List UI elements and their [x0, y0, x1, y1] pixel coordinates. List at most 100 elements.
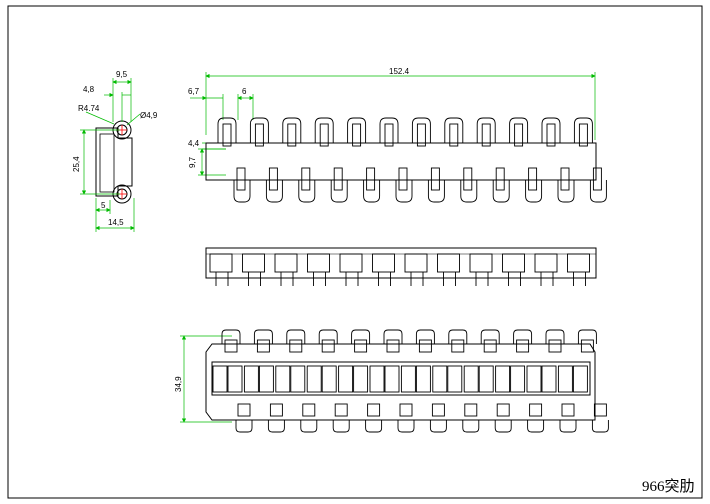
bottom-view-bottom-slot: [269, 403, 283, 417]
front-view-cell: [404, 253, 428, 273]
top-view-link-tab: [509, 117, 529, 143]
front-view-cell: [242, 253, 265, 273]
bottom-view-window: [384, 365, 400, 393]
dim-side-bottom-width: 14,5: [108, 218, 124, 227]
bottom-view-top-lug: [253, 329, 273, 344]
bottom-view-window: [541, 365, 557, 393]
bottom-view-window: [572, 365, 588, 393]
dim-top-overall-length: 152.4: [389, 67, 410, 76]
top-view-link-tab: [573, 117, 593, 143]
front-view-cells: [209, 253, 590, 286]
top-view-link-slot: [254, 123, 264, 147]
bottom-view-bottom-slot: [593, 403, 607, 417]
drawing-title: 966突肋: [642, 478, 695, 495]
bottom-view-window: [557, 365, 573, 393]
top-view-link-slot: [449, 123, 459, 147]
bottom-view-window: [243, 365, 259, 393]
front-view-cell: [534, 253, 558, 273]
top-view-link-slot: [416, 123, 426, 147]
bottom-view-bottom-lug: [591, 420, 609, 433]
bottom-view-top-lug: [383, 329, 403, 344]
bottom-view-window: [258, 365, 274, 393]
top-view-link-tab: [282, 117, 302, 143]
bottom-view-bottom-lug: [462, 420, 480, 433]
side-view: 9,5 4,8 R4.74 Ø4,9 25,4 5 14,5: [72, 70, 158, 232]
bottom-view-window: [495, 365, 511, 393]
bottom-view-bottom-slot: [399, 403, 413, 417]
top-view-link-foot: [492, 180, 510, 203]
top-view-link-lower-slot: [366, 167, 376, 191]
bottom-view-bottom-slot: [496, 403, 510, 417]
bottom-view-outline: [205, 343, 596, 421]
bottom-view-top-slot: [418, 339, 432, 353]
top-view-link-tab: [217, 117, 237, 143]
side-view-body: [95, 127, 133, 197]
bottom-view-window: [227, 365, 243, 393]
top-view: 152.4 6,7 6 4,4 9,7: [188, 67, 607, 203]
front-view-cell: [209, 253, 233, 273]
bottom-view-bottom-lug: [267, 420, 285, 433]
bottom-view-window: [275, 365, 291, 393]
top-view-link-slot: [578, 123, 588, 147]
front-view-cell: [437, 253, 460, 273]
dim-side-offset: 4,8: [83, 85, 95, 94]
top-view-link-foot: [460, 180, 478, 203]
top-view-link-tab: [249, 117, 269, 143]
dim-side-bottom-offset: 5: [101, 201, 106, 210]
bottom-view-bottom-slot: [431, 403, 445, 417]
bottom-view-window: [400, 365, 416, 393]
bottom-view-top-slot: [289, 339, 303, 353]
top-view-core-bar: [205, 142, 597, 181]
bottom-view-top-lug: [415, 329, 435, 344]
bottom-view-top-lug: [480, 329, 500, 344]
top-view-link-tab: [347, 117, 367, 143]
top-view-link-tab: [444, 117, 464, 143]
top-view-link-slot: [222, 123, 232, 147]
bottom-view-window: [526, 365, 542, 393]
bottom-view-window: [369, 365, 385, 393]
bottom-view-bottom-lug: [365, 420, 383, 433]
top-view-link-foot: [265, 180, 283, 203]
bottom-view-window: [212, 365, 228, 393]
dim-bottom-height: 34,9: [174, 376, 183, 392]
dim-side-height: 25,4: [72, 156, 81, 172]
bottom-view-bottom-slot: [302, 403, 316, 417]
bottom-view-top-lug: [545, 329, 565, 344]
top-view-link-slot: [352, 123, 362, 147]
top-view-link-lower-slot: [268, 167, 278, 191]
bottom-view-window: [353, 365, 369, 393]
top-view-link-tab: [476, 117, 496, 143]
top-view-link-slot: [546, 123, 556, 147]
bottom-view-top-slot: [516, 339, 530, 353]
front-view-cell: [372, 253, 395, 273]
bottom-view-top-lug: [221, 329, 241, 344]
dim-top-depth: 9,7: [188, 156, 197, 168]
top-view-link-foot: [395, 180, 413, 203]
front-view-cell: [502, 253, 525, 273]
top-view-link-foot: [233, 180, 251, 203]
bottom-view-top-slot: [580, 339, 594, 353]
front-view-cell: [567, 253, 590, 273]
front-view: [205, 247, 597, 286]
top-view-link-lower-slot: [430, 167, 440, 191]
bottom-view-top-slot: [386, 339, 400, 353]
bottom-view-top-lug: [351, 329, 371, 344]
top-view-link-lower-slot: [236, 167, 246, 191]
bottom-view-window: [432, 365, 448, 393]
bottom-view-window: [338, 365, 354, 393]
bottom-view-bottom-lug: [559, 420, 577, 433]
top-view-link-slot: [319, 123, 329, 147]
front-view-cell: [274, 253, 298, 273]
bottom-view-bottom-slot: [529, 403, 543, 417]
bottom-view-top-lug: [448, 329, 468, 344]
bottom-view-bottom-lug: [235, 420, 253, 433]
top-view-link-foot: [427, 180, 445, 203]
bottom-view-bottom-slot: [561, 403, 575, 417]
top-view-link-slot: [287, 123, 297, 147]
top-view-link-slot: [384, 123, 394, 147]
bottom-view-bottom-slot: [367, 403, 381, 417]
bottom-view-top-slot: [224, 339, 238, 353]
bottom-view: 34,9: [174, 329, 609, 433]
bottom-view-top-slot: [354, 339, 368, 353]
